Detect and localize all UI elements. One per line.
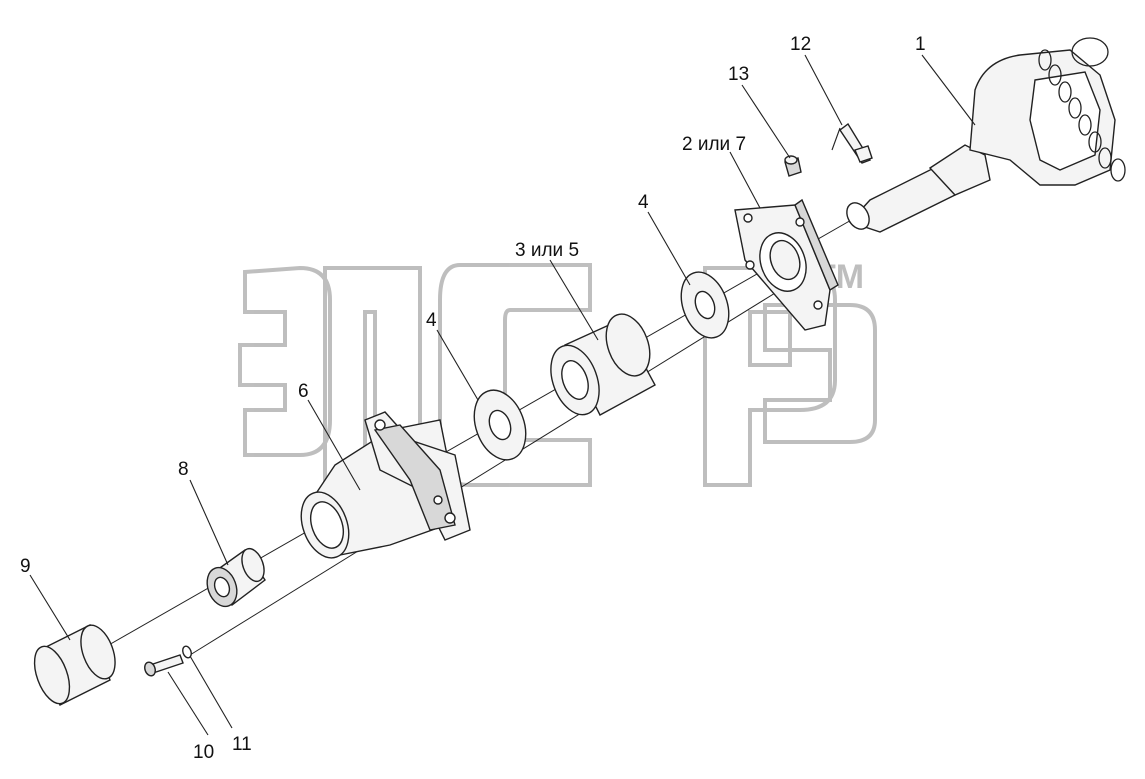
part-3-5-bushing [550,313,656,416]
callout-6: 6 [298,381,309,402]
leader-1 [921,54,976,126]
chain [1038,37,1126,182]
leader-3-5 [549,259,599,341]
part-2-7-flange-plate [734,198,839,331]
callout-4-upper: 4 [638,192,649,213]
part-11-small-washer [182,645,192,659]
callout-12: 12 [790,34,811,55]
part-12-cotter-pin [831,122,873,164]
callout-2-7: 2 или 7 [682,134,746,155]
leader-4-lower [436,329,479,401]
callout-3-5: 3 или 5 [515,240,579,261]
callout-1: 1 [915,34,926,55]
part-6-housing [300,411,471,559]
leader-6 [307,399,361,491]
leader-9 [29,574,71,641]
callout-9: 9 [20,556,31,577]
callout-8: 8 [178,459,189,480]
part-4-washer-upper [680,271,730,339]
part-9-cap [33,624,116,706]
axis-line-lower [189,289,781,656]
callout-11: 11 [232,734,252,755]
leader-4-upper [647,211,691,286]
part-8-castle-nut [206,547,266,608]
part-13-grease-nipple [784,155,802,177]
part-4-washer-lower [473,389,527,461]
leader-8 [189,479,229,566]
part-10-bolt [144,654,184,677]
callout-4-lower: 4 [426,310,437,331]
watermark-letter-e [238,265,332,457]
callout-labels: 1 12 13 2 или 7 4 3 или 5 4 6 8 9 10 11 [20,34,926,763]
leader-lines [29,54,976,736]
leader-11 [189,655,233,729]
watermark-letter-p2 [763,303,877,444]
leader-13 [741,84,791,159]
callout-13: 13 [728,64,749,85]
callout-10: 10 [193,742,214,763]
leader-2-7 [729,151,761,209]
leader-12 [804,54,843,126]
part-1-hitch-pin [846,37,1126,233]
leader-10 [167,671,209,736]
